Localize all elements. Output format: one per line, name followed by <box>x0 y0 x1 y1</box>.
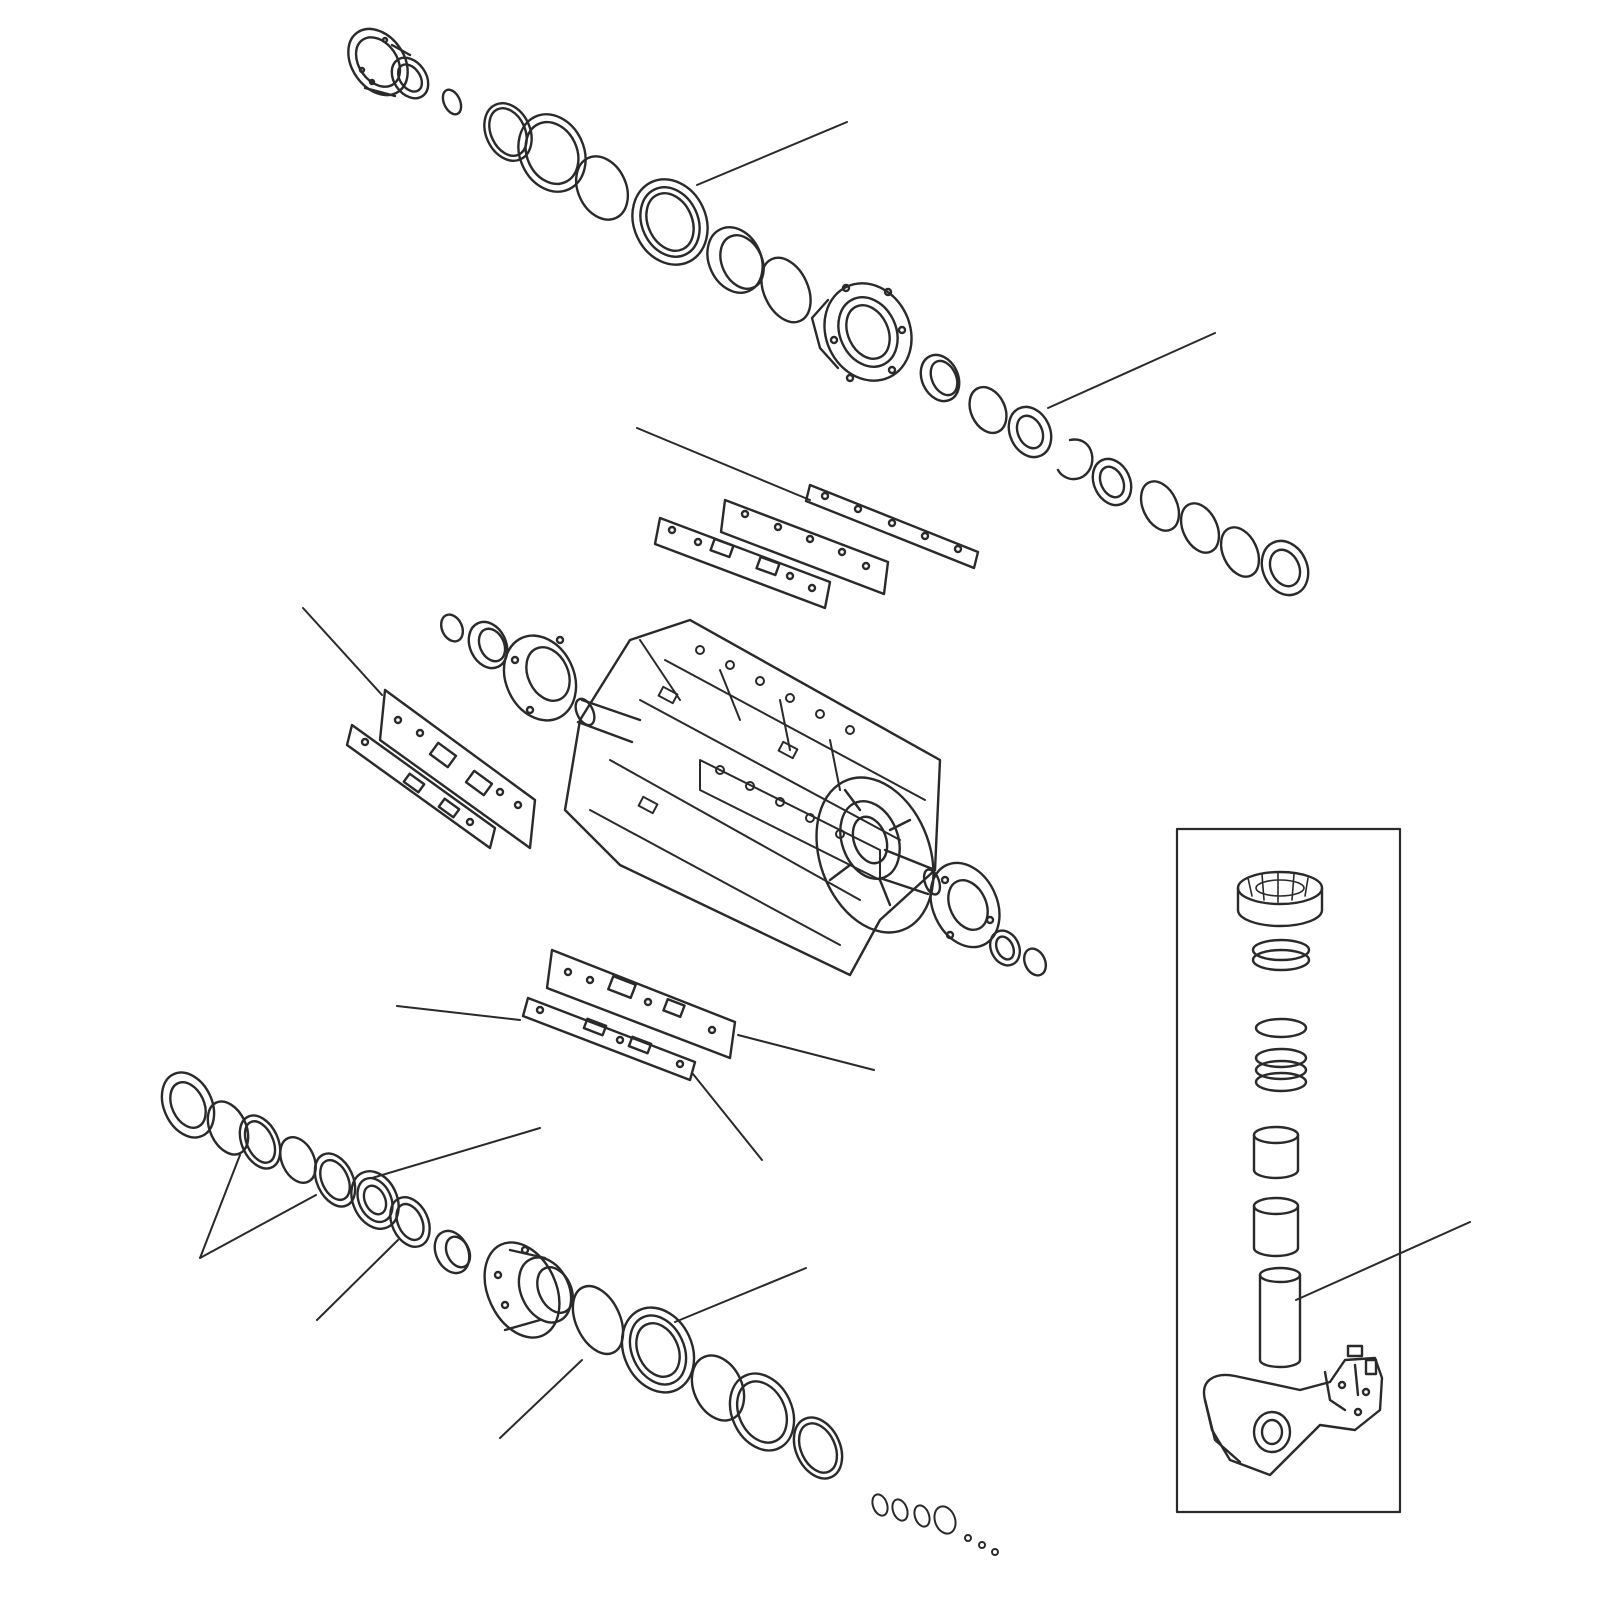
rotor-right-collar <box>989 929 1021 967</box>
leader-line <box>674 1267 807 1323</box>
lower-main-bearing <box>620 1306 696 1394</box>
bearing-housing <box>810 282 913 383</box>
lower-ring-b <box>238 1114 282 1170</box>
gasket-plate-inner <box>524 120 580 186</box>
rotor-collar <box>467 620 509 670</box>
rotor-right-end-disc <box>815 776 935 934</box>
leader-line <box>692 1073 763 1161</box>
leader-line <box>316 1239 399 1321</box>
spacer-sleeve-inner <box>719 234 765 290</box>
lower-ring-c <box>279 1136 317 1184</box>
rotor-right-flange <box>929 861 1001 949</box>
blade-strip-2 <box>719 498 890 596</box>
left-blade-strip-1 <box>378 688 537 850</box>
rotor-left-flange <box>502 634 578 722</box>
grease-seal <box>1091 457 1133 507</box>
leader-line <box>696 121 848 186</box>
ring-b <box>1179 502 1221 554</box>
washer <box>968 385 1008 435</box>
upper-bearing-train <box>347 27 1310 597</box>
leader-line <box>396 1005 521 1021</box>
rotor-vanes <box>589 619 941 946</box>
leader-line <box>371 1127 541 1179</box>
lower-gasket <box>728 1372 796 1452</box>
lock-collar-inner <box>929 359 959 397</box>
lower-ring-d <box>313 1152 357 1208</box>
leader-line <box>1047 332 1216 409</box>
rotor-small-ring <box>439 613 465 643</box>
small-hardware <box>871 1493 999 1556</box>
lower-bearing-cone <box>350 1170 400 1230</box>
leader-lines <box>199 121 1471 1439</box>
leader-line <box>199 1194 317 1259</box>
upper-blade-strips <box>653 483 980 610</box>
end-nut <box>1260 539 1310 597</box>
upper-end-hub <box>347 27 430 100</box>
lower-end-nut <box>160 1071 216 1139</box>
inset-sleeve <box>1258 1266 1302 1369</box>
lower-ring-a <box>206 1100 250 1156</box>
lower-o-ring <box>571 1284 625 1356</box>
lower-bearing-housing <box>483 1241 574 1339</box>
lower-blade-strip-1 <box>545 948 737 1060</box>
inset-gear <box>1236 870 1324 928</box>
lower-bearing-train <box>160 1071 999 1556</box>
leader-line <box>737 1034 875 1071</box>
grease-seal-inner <box>1098 465 1126 499</box>
inset-ring-1 <box>1251 938 1311 972</box>
ring-c <box>1219 526 1261 578</box>
inset-drive-detail <box>1175 827 1402 1514</box>
lower-blade-strip-2 <box>521 996 697 1082</box>
inset-bushing-2 <box>1252 1196 1300 1258</box>
lower-seal <box>389 1196 431 1248</box>
inset-bushing-1 <box>1252 1125 1300 1180</box>
upper-main-bearing <box>631 178 709 266</box>
rotor-drum-outline <box>563 618 942 977</box>
lower-blade-strips <box>521 948 737 1082</box>
left-blade-strips <box>345 688 537 850</box>
small-ring <box>441 88 463 116</box>
gasket-plate <box>517 113 587 193</box>
lock-collar <box>919 353 961 403</box>
leader-line <box>199 1154 241 1259</box>
snap-ring <box>1056 438 1094 481</box>
o-ring <box>574 155 630 221</box>
rotor-core <box>439 613 1048 977</box>
rotor-right-ring <box>1022 947 1048 977</box>
inset-ring-2 <box>1254 1017 1308 1039</box>
ring-a <box>1139 480 1181 532</box>
lower-retaining-ring <box>792 1416 844 1480</box>
bearing-cone-inner <box>1015 414 1045 450</box>
blade-strip-1 <box>804 483 980 570</box>
leader-line <box>1295 1221 1471 1301</box>
inset-ring-3 <box>1254 1047 1308 1093</box>
thin-seal-ring <box>760 256 812 324</box>
inset-drive-housing <box>1202 1344 1384 1477</box>
leader-line <box>499 1359 583 1439</box>
leader-line <box>636 427 811 501</box>
leader-line <box>302 607 383 696</box>
blade-strip-3 <box>653 516 832 610</box>
rotor-collar-inner <box>477 627 507 663</box>
bearing-cone <box>1007 405 1053 459</box>
inset-frame <box>1175 827 1402 1514</box>
rotor-shaft-right <box>878 848 937 896</box>
left-blade-strip-2 <box>345 723 497 850</box>
